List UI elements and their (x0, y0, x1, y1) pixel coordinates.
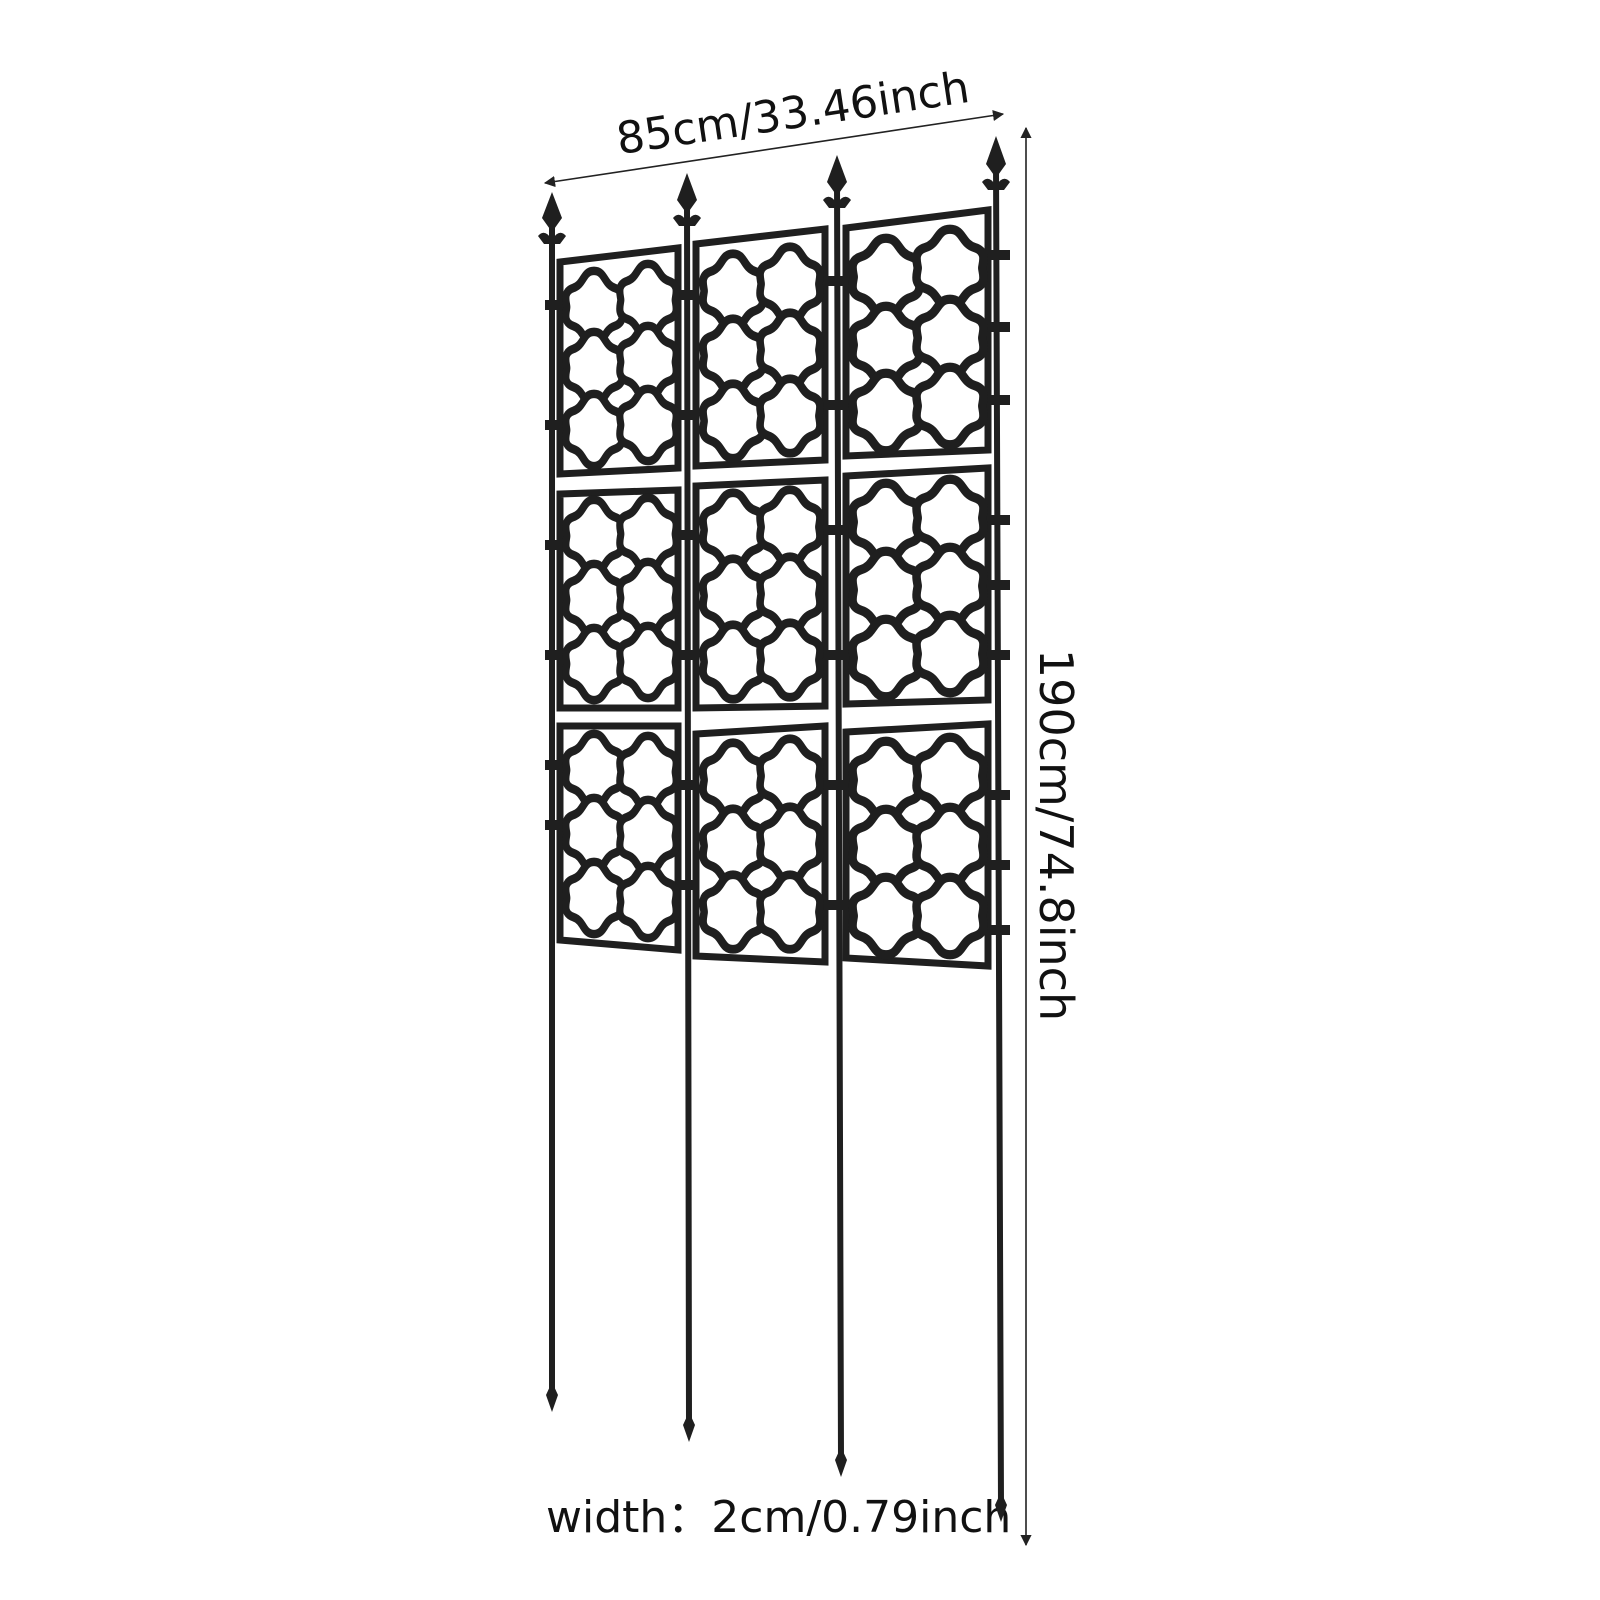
panel-col2-row3 (692, 722, 829, 966)
height-dimension: 190cm/74.8inch (1020, 126, 1083, 1547)
height-label: 190cm/74.8inch (1029, 649, 1083, 1021)
panels (556, 206, 992, 970)
panel-col1-row2 (556, 486, 682, 712)
stake-width-label: width：2cm/0.79inch (546, 1492, 1011, 1543)
width-label: 85cm/33.46inch (613, 62, 973, 165)
panel-col1-row1 (556, 244, 682, 478)
width-dimension: 85cm/33.46inch (543, 62, 1005, 188)
panel-col1-row3 (556, 722, 682, 954)
panel-col3-row1 (842, 206, 992, 460)
panel-col2-row2 (692, 476, 829, 712)
width-dimension-line (543, 109, 1005, 188)
panel-clips (545, 250, 1010, 935)
panel-col3-row2 (842, 464, 992, 708)
stake-1 (538, 192, 566, 1412)
stakes (538, 136, 1010, 1522)
stake-2 (673, 173, 701, 1442)
stake-4 (982, 136, 1010, 1522)
panel-col2-row1 (692, 225, 829, 470)
panel-col3-row3 (842, 720, 992, 970)
stake-3 (823, 155, 851, 1477)
